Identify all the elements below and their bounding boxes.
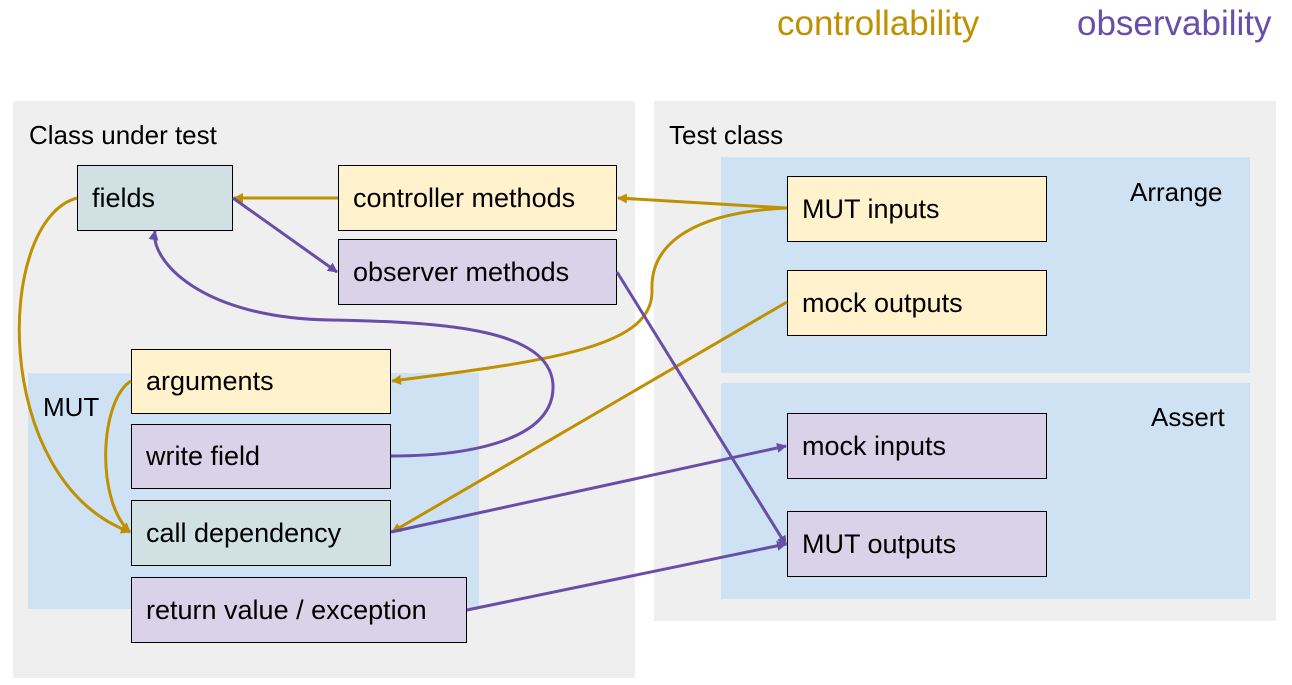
arrow-mock-outputs-to-call-dependency — [391, 300, 788, 534]
arrow-return-value-to-mut-outputs — [466, 540, 787, 612]
mut-label: MUT — [43, 392, 100, 422]
controller-methods-box: controller methods — [338, 165, 617, 231]
arrow-fields-to-call-dependency — [17, 196, 131, 534]
mock-inputs-box: mock inputs — [787, 413, 1047, 479]
return-value-box: return value / exception — [131, 577, 467, 643]
arrow-arguments-to-call-dependency — [104, 379, 132, 534]
arguments-box: arguments — [131, 349, 391, 414]
arrange-label: Arrange — [1130, 177, 1223, 207]
call-dependency-box: call dependency — [131, 500, 391, 566]
arrow-mut-inputs-to-controller — [617, 193, 788, 210]
mock-outputs-box: mock outputs — [787, 270, 1047, 336]
legend-controllability: controllability — [777, 4, 980, 43]
arrow-write-field-to-fields — [148, 230, 555, 458]
write-field-box: write field — [131, 424, 391, 489]
assert-label: Assert — [1151, 402, 1225, 432]
observer-methods-box: observer methods — [338, 239, 617, 305]
arrow-call-dependency-to-mock-inputs — [390, 443, 787, 534]
arrow-fields-to-observer — [232, 196, 338, 274]
arrow-mut-inputs-to-arguments — [391, 206, 788, 385]
class-under-test-title: Class under test — [29, 120, 217, 150]
fields-box: fields — [77, 165, 233, 231]
mut-outputs-box: MUT outputs — [787, 511, 1047, 577]
test-class-title: Test class — [669, 120, 784, 150]
mut-inputs-box: MUT inputs — [787, 176, 1047, 242]
arrow-observer-to-mut-outputs — [615, 271, 788, 546]
legend-observability: observability — [1077, 4, 1272, 43]
